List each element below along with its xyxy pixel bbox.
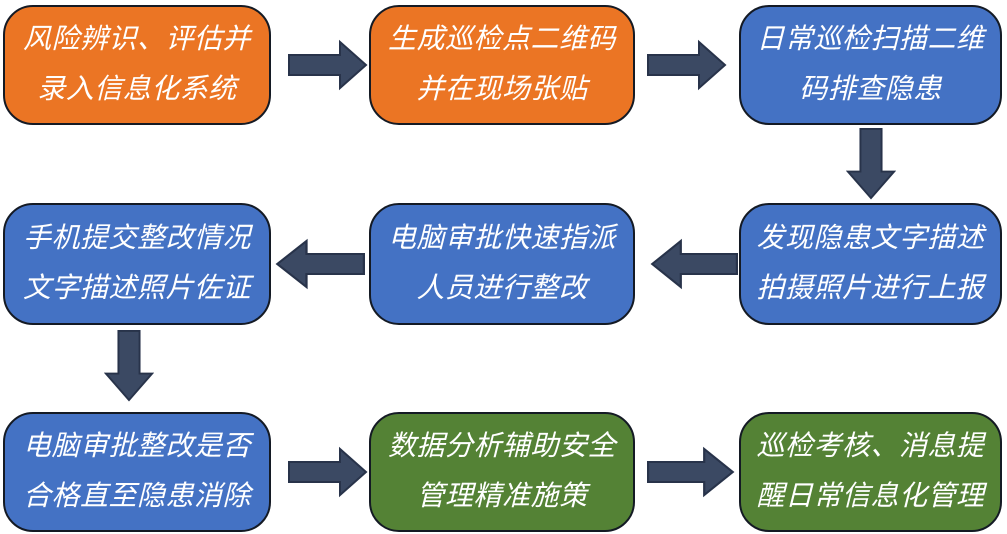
arrow-right-icon	[647, 446, 735, 498]
step-text-line2: 人员进行整改	[416, 273, 588, 304]
flow-step-risk-entry: 风险辨识、评估并 录入信息化系统	[3, 5, 271, 125]
arrow-right-icon	[288, 39, 368, 91]
step-text-line1: 数据分析辅助安全	[387, 431, 616, 463]
flow-step-review-until-clear: 电脑审批整改是否 合格直至隐患消除	[3, 412, 271, 532]
step-text-line2: 拍摄照片进行上报	[756, 273, 985, 304]
flow-step-daily-scan: 日常巡检扫描二维 码排查隐患	[739, 5, 1002, 125]
flow-step-mobile-submit: 手机提交整改情况 文字描述照片佐证	[3, 203, 271, 325]
arrow-down-icon	[846, 128, 896, 200]
step-text-line2: 醒日常信息化管理	[756, 481, 985, 512]
step-text-line2: 并在现场张贴	[416, 74, 588, 105]
step-text-line2: 文字描述照片佐证	[22, 273, 251, 304]
step-text-line2: 码排查隐患	[799, 74, 942, 105]
flow-step-hazard-report: 发现隐患文字描述 拍摄照片进行上报	[739, 203, 1002, 325]
step-text-line1: 生成巡检点二维码	[387, 24, 616, 56]
step-text-line2: 合格直至隐患消除	[22, 481, 251, 512]
arrow-left-icon	[275, 238, 365, 290]
arrow-right-icon	[647, 39, 727, 91]
step-text-line1: 发现隐患文字描述	[756, 223, 985, 255]
arrow-right-icon	[288, 446, 368, 498]
step-text-line1: 电脑审批快速指派	[387, 223, 616, 255]
flow-step-assessment-reminder: 巡检考核、消息提 醒日常信息化管理	[739, 412, 1002, 532]
step-text-line1: 巡检考核、消息提	[756, 431, 985, 463]
flow-step-qrcode-generate: 生成巡检点二维码 并在现场张贴	[369, 5, 635, 125]
step-text-line2: 录入信息化系统	[37, 74, 237, 105]
step-text-line2: 管理精准施策	[416, 481, 588, 512]
arrow-down-icon	[104, 330, 154, 402]
flow-step-assign-rectify: 电脑审批快速指派 人员进行整改	[369, 203, 635, 325]
step-text-line1: 手机提交整改情况	[22, 223, 251, 255]
flow-step-data-analysis: 数据分析辅助安全 管理精准施策	[369, 412, 635, 532]
step-text-line1: 电脑审批整改是否	[22, 431, 251, 463]
arrow-left-icon	[650, 238, 738, 290]
step-text-line1: 风险辨识、评估并	[22, 24, 251, 56]
step-text-line1: 日常巡检扫描二维	[756, 24, 985, 56]
